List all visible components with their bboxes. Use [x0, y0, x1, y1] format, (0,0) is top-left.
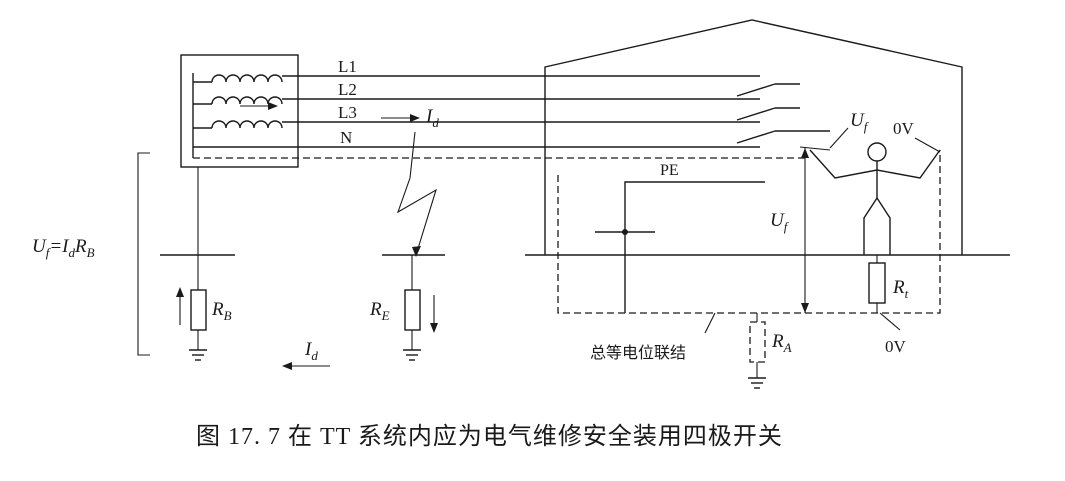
label-0v-top: 0V [893, 119, 915, 138]
coil-3 [211, 120, 283, 129]
current-arrow-icon [410, 114, 420, 122]
label-0v-bottom: 0V [885, 337, 907, 356]
label-pe: PE [660, 162, 679, 179]
coil-2 [211, 96, 283, 105]
label-l3: L3 [338, 103, 357, 122]
label-l2: L2 [338, 80, 357, 99]
person-figure [809, 142, 941, 255]
label-re: RE [369, 299, 390, 323]
label-l1: L1 [338, 57, 357, 76]
transformer [180, 54, 299, 168]
figure-caption: 图 17. 7 在 TT 系统内应为电气维修安全装用四极开关 [196, 423, 783, 450]
phase-lines [193, 75, 760, 148]
label-uf-left: Uf=IdRB [32, 236, 95, 260]
label-uf-top: Uf [850, 110, 870, 134]
label-n: N [340, 128, 352, 147]
label-ra: RA [771, 331, 792, 355]
label-rt: Rt [892, 277, 909, 301]
fault-path [396, 131, 437, 256]
four-pole-switch [736, 83, 830, 144]
resistor-rb [190, 289, 207, 331]
building-outline [544, 19, 963, 255]
coil-1 [211, 74, 283, 83]
left-bracket [137, 152, 150, 356]
resistor-re [404, 289, 421, 331]
resistor-ra [749, 321, 766, 363]
label-bonding: 总等电位联结 [590, 344, 686, 362]
label-uf-mid: Uf [770, 210, 790, 234]
label-id: Id [425, 106, 439, 130]
arrow-icon [268, 102, 278, 110]
equipotential-bonding [557, 150, 941, 314]
label-rb: RB [211, 299, 232, 323]
resistor-rt [868, 262, 886, 304]
label-id-bottom: Id [304, 339, 318, 363]
